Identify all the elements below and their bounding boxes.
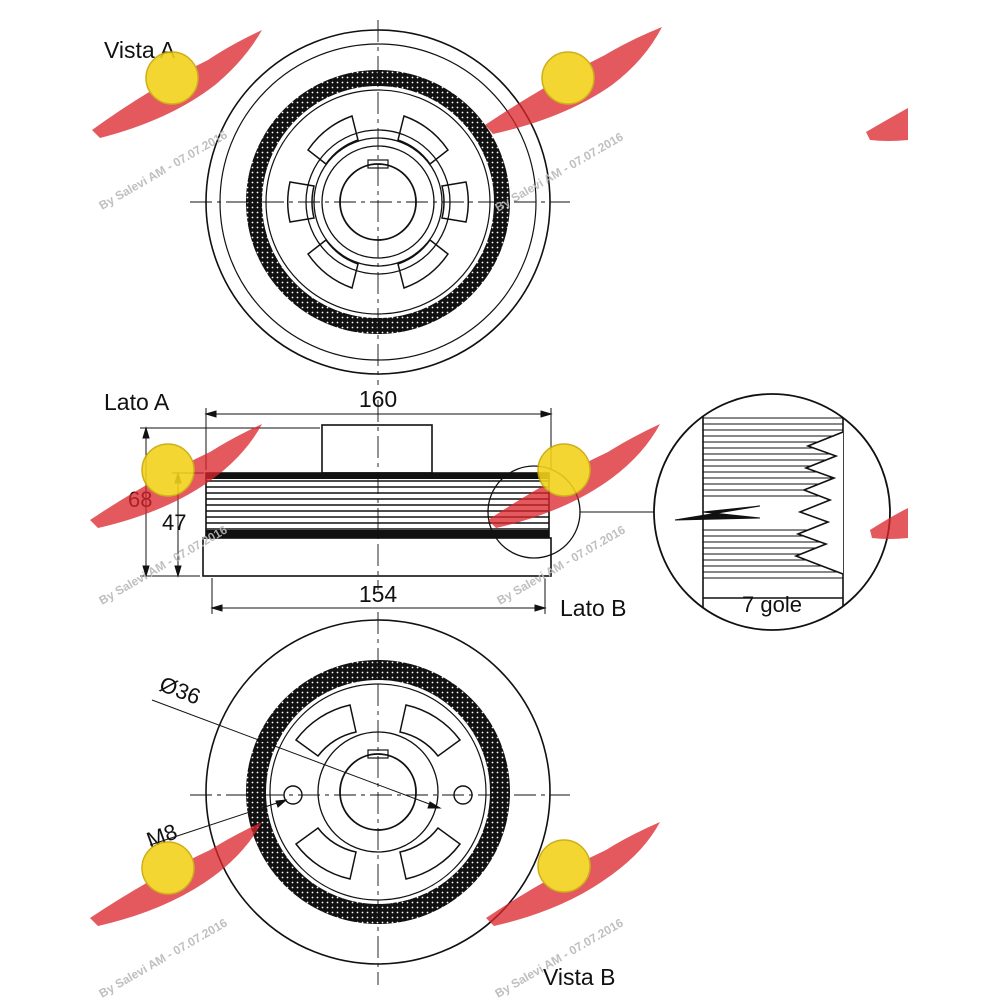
label-vista-b: Vista B [543,964,615,990]
watermark-5: By Salevi AM - 07.07.2016 [90,822,262,1000]
labels: Vista A Lato A Lato B Vista B 160 154 68… [104,37,802,990]
detail-upper-lines [703,417,843,497]
watermark-4: By Salevi AM - 07.07.2016 [488,424,660,608]
watermark-edge [866,108,908,539]
dim-160 [204,408,553,470]
dim-label-47: 47 [162,510,186,535]
groove-pointer [674,505,761,521]
label-lato-b: Lato B [560,595,627,621]
damper-ring [202,537,552,577]
boss [321,424,433,474]
groove-detail [653,393,891,631]
dim-68 [140,426,320,578]
watermark-text-3: By Salevi AM - 07.07.2016 [97,522,230,607]
dim-label-160: 160 [359,386,397,412]
watermark-text-1: By Salevi AM - 07.07.2016 [97,127,230,212]
dim-154 [210,578,547,614]
vista-a-view [190,20,570,385]
dim-label-154: 154 [359,581,398,607]
vista-b-view [149,612,570,985]
detail-label-grooves: 7 gole [742,592,802,617]
m8-leader [149,799,287,846]
label-lato-a: Lato A [104,389,170,415]
watermark-2: By Salevi AM - 07.07.2016 [485,27,662,215]
top-flange [206,473,549,479]
diameter-leader [151,699,441,809]
detail-circle [653,393,891,631]
spoke-windows-b [294,704,462,880]
bottom-flange [206,530,549,537]
groove-profile [793,431,844,575]
watermark-text-5: By Salevi AM - 07.07.2016 [97,915,230,1000]
